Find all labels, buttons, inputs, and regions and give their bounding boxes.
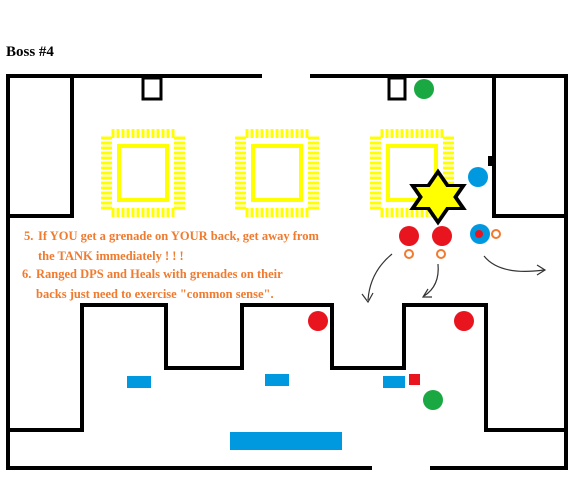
table [101,129,185,217]
note-line: backs just need to exercise "common sens… [36,287,274,301]
tables [101,129,454,217]
dps-red-player [308,311,328,331]
note-line: Ranged DPS and Heals with grenades on th… [36,267,283,281]
healer-green-top [414,79,434,99]
strategy-note-6: 6. Ranged DPS and Heals with grenades on … [22,264,283,304]
inner-platform-wall [8,303,566,432]
page-title: Boss #4 [6,44,54,60]
note-number: 6. [22,267,32,281]
pillar-left [141,76,163,101]
arrow-down [423,263,439,297]
dps-red-player [399,226,419,246]
left-room-wall [8,76,74,218]
grenade-on-tank [475,230,483,238]
healer-green-bottom [423,390,443,410]
pillar-right [387,76,407,101]
blue-pad-large [230,432,342,450]
red-square-marker [409,374,420,385]
table [235,129,319,217]
movement-arrows [361,253,547,304]
note-number: 5. [24,229,34,243]
outer-wall-right [310,74,568,470]
room-walls [6,74,568,470]
right-room-wall [492,76,566,218]
boss-star-icon [409,168,467,226]
strategy-note-5: 5. If YOU get a grenade on YOUR back, get… [24,226,319,266]
door-notch [488,156,494,166]
blue-pad [127,376,151,388]
grenade-icon [491,229,501,239]
dps-red-player [432,226,452,246]
note-line: the TANK immediately ! ! ! [38,249,184,263]
arrow-left-down [367,253,393,301]
tank-blue-marker [468,167,488,187]
dps-red-player [454,311,474,331]
grenade-icon [436,249,446,259]
outer-wall-left [6,74,372,470]
arrow-right [483,255,545,272]
blue-pad [383,376,405,388]
grenade-icon [404,249,414,259]
note-line: If YOU get a grenade on YOUR back, get a… [38,229,319,243]
blue-pad [265,374,289,386]
